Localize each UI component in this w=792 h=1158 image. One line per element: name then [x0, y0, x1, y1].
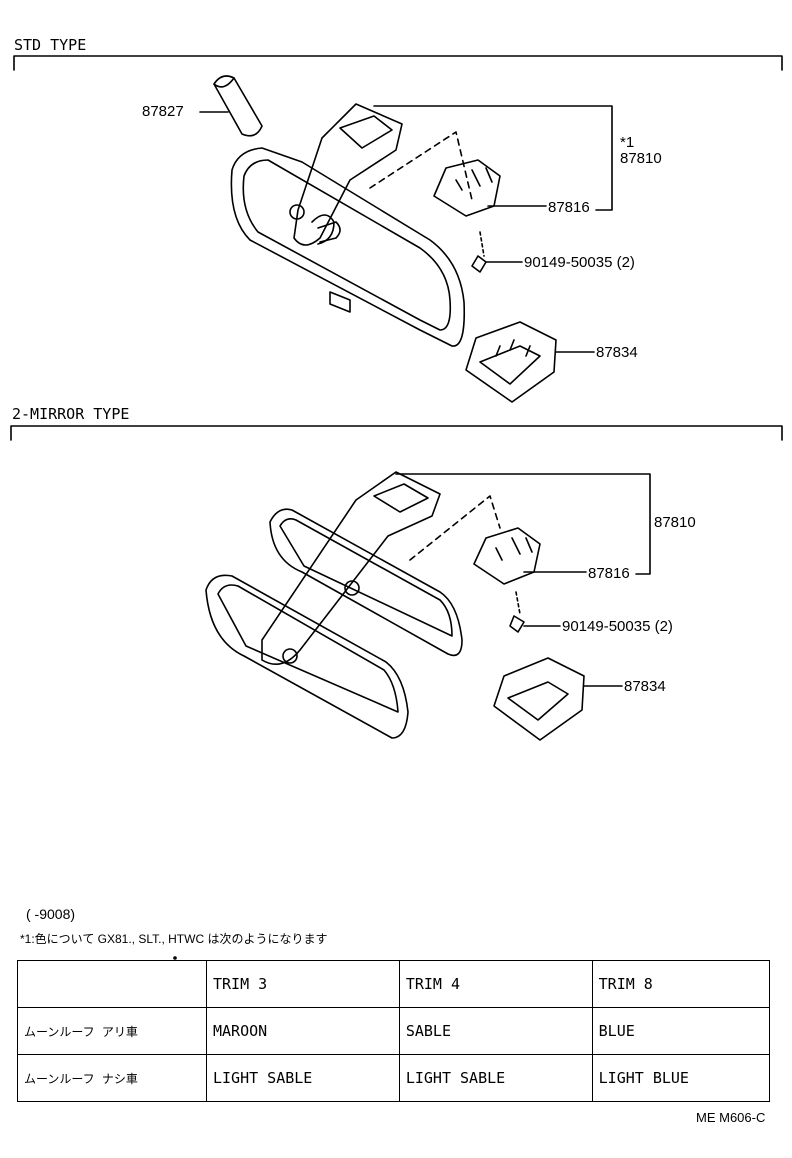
table-cell: BLUE — [591, 1007, 771, 1055]
table-cell: ムーンルーフ アリ車 — [17, 1007, 207, 1055]
table-cell: LIGHT BLUE — [591, 1054, 771, 1102]
label-87810-two: 87810 — [654, 514, 696, 531]
label-87827: 87827 — [142, 103, 184, 120]
table-cell: LIGHT SABLE — [398, 1054, 593, 1102]
table-cell: LIGHT SABLE — [206, 1054, 400, 1102]
table-row: ムーンルーフ ナシ車 LIGHT SABLE LIGHT SABLE LIGHT… — [17, 1054, 771, 1102]
label-screw-two: 90149-50035 (2) — [562, 618, 673, 635]
two-mirror-drawing — [205, 471, 651, 741]
drawing-code: ME M606-C — [696, 1110, 766, 1125]
table-header-cell: TRIM 3 — [206, 960, 400, 1008]
label-87816-two: 87816 — [588, 565, 630, 582]
table-cell: ムーンルーフ ナシ車 — [17, 1054, 207, 1102]
label-87816-std: 87816 — [548, 199, 590, 216]
table-header-row: TRIM 3 TRIM 4 TRIM 8 — [17, 960, 771, 1008]
std-type-title: STD TYPE — [14, 36, 87, 54]
two-mirror-type-title: 2-MIRROR TYPE — [12, 405, 130, 423]
note-line: *1:色について GX81., SLT., HTWC は次のようになります — [20, 932, 328, 946]
label-screw-std: 90149-50035 (2) — [524, 254, 635, 271]
table-cell: SABLE — [398, 1007, 593, 1055]
table-cell: MAROON — [206, 1007, 400, 1055]
table-row: ムーンルーフ アリ車 MAROON SABLE BLUE — [17, 1007, 771, 1055]
table-header-cell: TRIM 8 — [591, 960, 771, 1008]
trim-color-table: TRIM 3 TRIM 4 TRIM 8 ムーンルーフ アリ車 MAROON S… — [17, 960, 771, 1102]
label-note-mark: *1 — [620, 134, 635, 151]
table-header-cell: TRIM 4 — [398, 960, 593, 1008]
label-87834-two: 87834 — [624, 678, 666, 695]
std-mirror-drawing — [199, 75, 613, 403]
label-87810-std: 87810 — [620, 150, 662, 167]
two-mirror-section-bracket — [10, 425, 783, 441]
table-header-cell — [17, 960, 207, 1008]
label-87834-std: 87834 — [596, 344, 638, 361]
note-range: ( -9008) — [26, 906, 76, 922]
std-section-bracket — [13, 55, 783, 71]
